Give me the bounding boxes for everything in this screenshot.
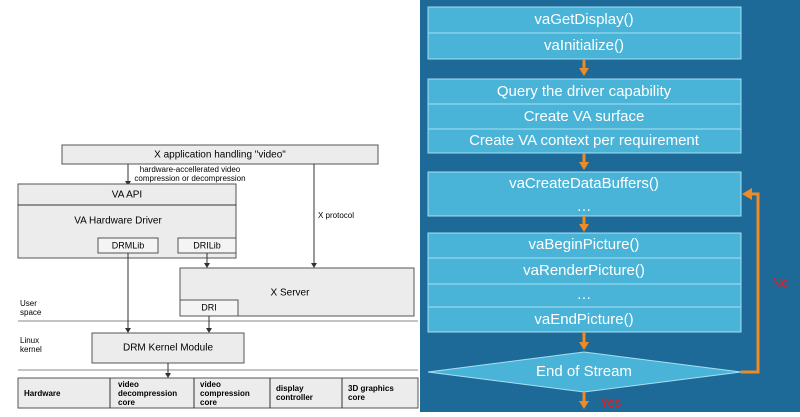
drm-to-hw-arrow	[165, 373, 171, 378]
user-space-line1: User	[20, 299, 37, 308]
user-space-line2: space	[20, 308, 42, 317]
va-driver-label: VA Hardware Driver	[74, 216, 162, 227]
drilib-to-xserver-arrow	[204, 263, 210, 268]
setup-group-box	[427, 78, 742, 154]
vainitialize-label: vaInitialize()	[544, 37, 624, 54]
create-surface-label: Create VA surface	[524, 108, 645, 125]
hw-cell3-line2: controller	[276, 393, 313, 402]
no-loop-line	[741, 192, 760, 374]
vacreatedatabuffers-label: vaCreateDataBuffers()	[509, 175, 659, 192]
hw-note-line1: hardware-accellerated video	[140, 165, 241, 174]
hardware-label: Hardware	[24, 389, 61, 398]
hw-cell3-line1: display	[276, 384, 304, 393]
hw-cell2-line1: video	[200, 380, 221, 389]
drilib-label: DRILib	[193, 240, 221, 250]
hw-cell2-line3: core	[200, 398, 217, 407]
drm-module-box	[91, 332, 245, 364]
x-app-label: X application handling "video"	[154, 150, 286, 161]
query-capability-label: Query the driver capability	[497, 83, 672, 100]
x-protocol-arrow	[311, 263, 317, 268]
varenderpicture-label: vaRenderPicture()	[523, 262, 645, 279]
x-server-label: X Server	[271, 288, 311, 299]
drmlib-label: DRMLib	[112, 240, 145, 250]
vagetdisplay-label: vaGetDisplay()	[534, 11, 633, 28]
hw-cell4-line1: 3D graphics	[348, 384, 394, 393]
flow-arrow-1-head	[579, 68, 589, 76]
hw-note-line2: compression or decompression	[134, 174, 245, 183]
databuffers-group-box	[427, 171, 742, 217]
x-protocol-label: X protocol	[318, 211, 354, 220]
call-flow-svg: vaGetDisplay() vaInitialize() Query the …	[427, 6, 789, 410]
vabeginpicture-label: vaBeginPicture()	[529, 236, 640, 253]
picture-ellipsis: …	[577, 286, 592, 303]
yes-label: Yes	[600, 395, 622, 410]
create-context-label: Create VA context per requirement	[469, 132, 700, 149]
picture-group-box	[427, 232, 742, 333]
hw-cell1-line2: decompression	[118, 389, 177, 398]
hw-cell2-line2: compression	[200, 389, 250, 398]
linux-kernel-line2: kernel	[20, 345, 42, 354]
end-of-stream-label: End of Stream	[536, 363, 632, 380]
vagetdisplay-box	[427, 6, 742, 34]
vaendpicture-label: vaEndPicture()	[534, 311, 633, 328]
architecture-svg: X application handling "video" hardware-…	[17, 144, 419, 409]
flow-arrow-3-head	[579, 224, 589, 232]
no-loop-arrowhead	[742, 188, 752, 200]
flow-arrow-2-head	[579, 162, 589, 170]
yes-arrow-head	[579, 401, 589, 409]
vainitialize-box	[427, 32, 742, 60]
hw-cell1-line1: video	[118, 380, 139, 389]
hw-cell1-line3: core	[118, 398, 135, 407]
call-flow-panel: vaGetDisplay() vaInitialize() Query the …	[420, 0, 800, 412]
hardware-row	[17, 377, 419, 409]
flow-arrow-4-head	[579, 342, 589, 350]
drmlib-to-drm-arrow	[125, 328, 131, 333]
hw-cell4-line2: core	[348, 393, 365, 402]
x-app-box	[61, 144, 379, 165]
linux-kernel-line1: Linux	[20, 336, 39, 345]
no-label: No	[772, 275, 789, 290]
dri-label: DRI	[201, 302, 217, 312]
dri-to-drm-arrow	[206, 328, 212, 333]
va-api-label: VA API	[112, 190, 142, 201]
drm-module-label: DRM Kernel Module	[123, 343, 213, 354]
architecture-diagram: X application handling "video" hardware-…	[17, 144, 419, 409]
databuffers-ellipsis: …	[577, 198, 592, 215]
